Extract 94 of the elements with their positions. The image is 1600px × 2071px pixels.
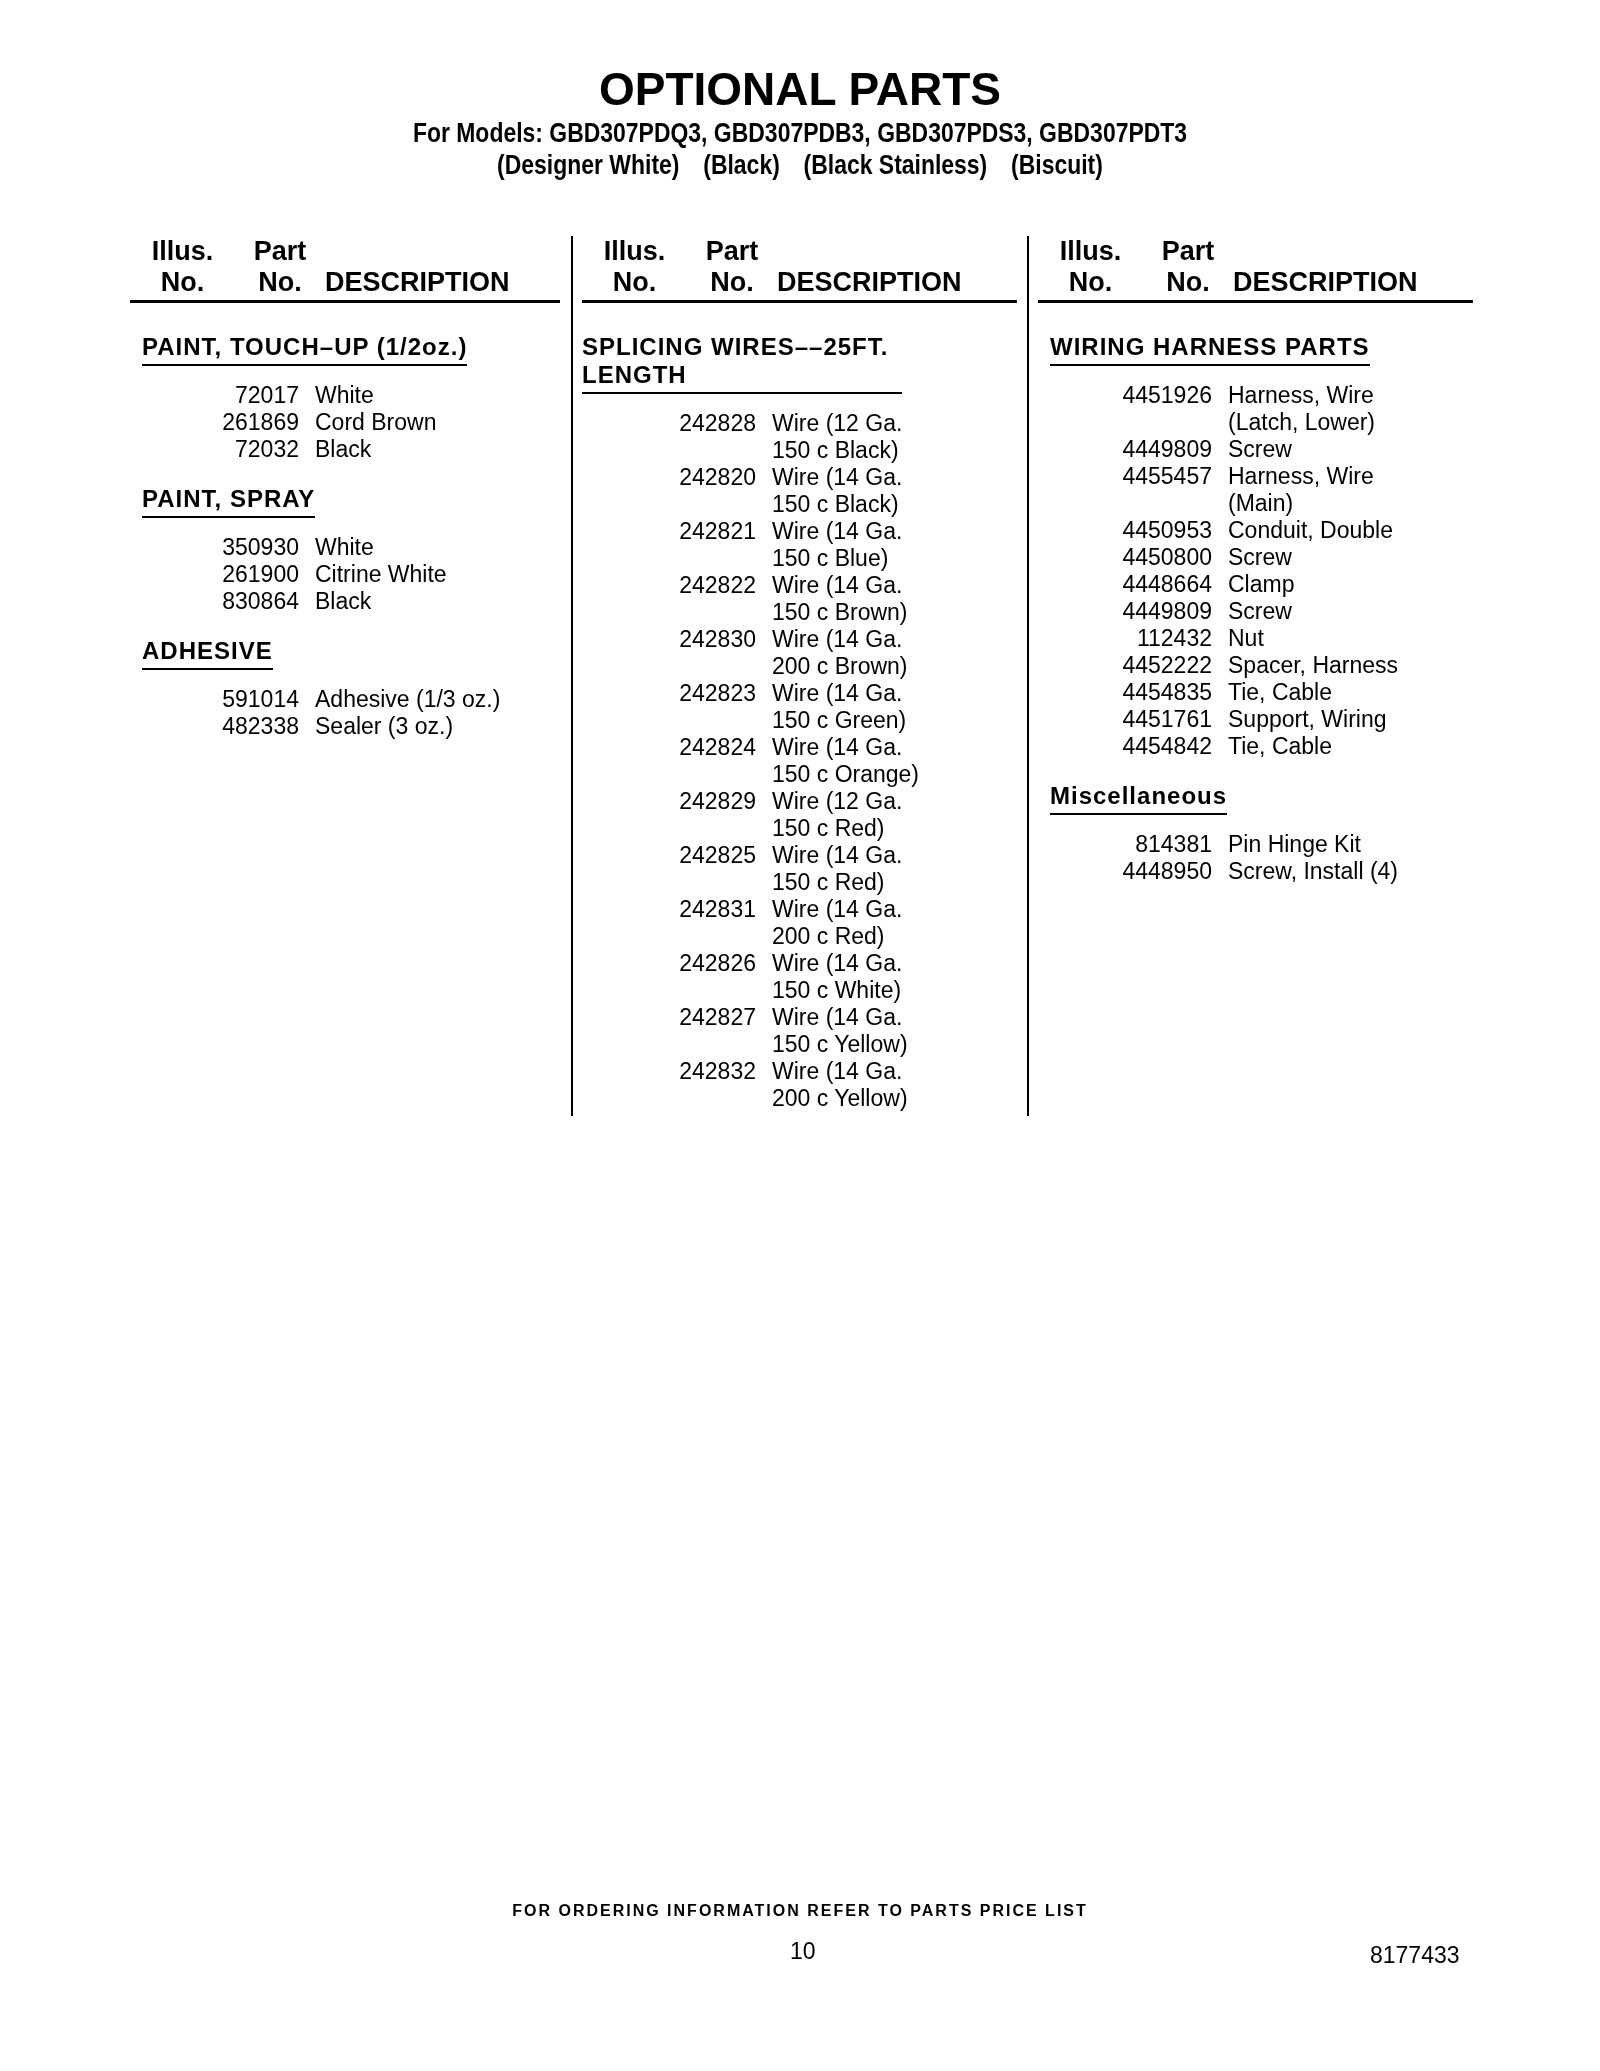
part-description: White: [315, 534, 375, 561]
part-number: 350930: [222, 534, 300, 561]
part-number: 482338: [222, 713, 300, 740]
part-number: 242822: [679, 572, 757, 600]
part-description: Support, Wiring: [1228, 706, 1388, 733]
part-number: 4451926: [1122, 382, 1213, 410]
part-description: Clamp: [1228, 571, 1296, 598]
color-variant: (Black): [703, 150, 780, 181]
part-number: 4449809: [1122, 436, 1213, 463]
part-description: Screw, Install (4): [1228, 858, 1399, 885]
section-heading: SPLICING WIRES––25FT. LENGTH: [582, 333, 902, 394]
part-number: 242821: [679, 518, 757, 546]
part-number: 4455457: [1122, 463, 1213, 491]
part-number: 242824: [679, 734, 757, 762]
document-number: 8177433: [1370, 1942, 1460, 1969]
part-description: Wire (14 Ga. 200 c Yellow): [772, 1058, 909, 1112]
part-description: Citrine White: [315, 561, 448, 588]
column-header: Illus. No.: [602, 236, 667, 298]
part-number: 830864: [222, 588, 300, 615]
column-header: Illus. No.: [150, 236, 215, 298]
section-heading: Miscellaneous: [1050, 782, 1228, 815]
part-number: 242820: [679, 464, 757, 492]
part-description: Conduit, Double: [1228, 517, 1394, 544]
part-number: 4449809: [1122, 598, 1213, 625]
part-description: Harness, Wire (Main): [1228, 463, 1375, 517]
part-description: Cord Brown: [315, 409, 438, 436]
part-number: 242825: [679, 842, 757, 870]
part-number: 242827: [679, 1004, 757, 1032]
section-heading: WIRING HARNESS PARTS: [1050, 333, 1370, 366]
part-number: 242830: [679, 626, 757, 654]
part-description: Wire (12 Ga. 150 c Red): [772, 788, 904, 842]
color-variant: (Biscuit): [1011, 150, 1103, 181]
part-number: 591014: [222, 686, 300, 713]
color-variant: (Designer White): [497, 150, 680, 181]
page-number: 10: [790, 1938, 816, 1965]
part-description: Wire (14 Ga. 150 c Yellow): [772, 1004, 909, 1058]
part-description: Wire (14 Ga. 150 c Black): [772, 464, 904, 518]
column-header: Part No.: [252, 236, 308, 298]
part-description: Nut: [1228, 625, 1265, 652]
part-description: Sealer (3 oz.): [315, 713, 455, 740]
part-description: Pin Hinge Kit: [1228, 831, 1362, 858]
part-description: Harness, Wire (Latch, Lower): [1228, 382, 1376, 436]
part-description: Black: [315, 436, 373, 463]
part-description: Screw: [1228, 436, 1293, 463]
column-header: Illus. No.: [1058, 236, 1123, 298]
part-description: Wire (14 Ga. 200 c Brown): [772, 626, 909, 680]
part-number: 242826: [679, 950, 757, 978]
color-variant: (Black Stainless): [803, 150, 988, 181]
page-title: OPTIONAL PARTS: [597, 62, 1003, 116]
part-description: Wire (14 Ga. 150 c Blue): [772, 518, 904, 572]
section-heading: PAINT, TOUCH–UP (1/2oz.): [142, 333, 468, 366]
part-number: 4451761: [1122, 706, 1213, 733]
part-number: 4450800: [1122, 544, 1213, 571]
part-number: 242832: [679, 1058, 757, 1086]
part-number: 4448664: [1122, 571, 1213, 598]
part-number: 261900: [222, 561, 300, 588]
part-description: Adhesive (1/3 oz.): [315, 686, 502, 713]
part-description: Spacer, Harness: [1228, 652, 1400, 679]
part-number: 4452222: [1122, 652, 1213, 679]
section-heading: PAINT, SPRAY: [142, 485, 316, 518]
part-description: White: [315, 382, 375, 409]
section-heading: ADHESIVE: [142, 637, 273, 670]
part-number: 261869: [222, 409, 300, 436]
part-number: 4450953: [1122, 517, 1213, 544]
part-description: Wire (14 Ga. 150 c Green): [772, 680, 908, 734]
part-number: 242828: [679, 410, 757, 438]
part-description: Tie, Cable: [1228, 679, 1333, 706]
part-number: 814381: [1135, 831, 1213, 858]
part-description: Wire (14 Ga. 200 c Red): [772, 896, 904, 950]
part-description: Screw: [1228, 544, 1293, 571]
part-description: Wire (12 Ga. 150 c Black): [772, 410, 904, 464]
part-description: Wire (14 Ga. 150 c Brown): [772, 572, 909, 626]
part-number: 4448950: [1122, 858, 1213, 885]
part-number: 72017: [235, 382, 300, 409]
model-list: For Models: GBD307PDQ3, GBD307PDB3, GBD307PDS3, GBD307PDT3: [120, 118, 1480, 149]
part-number: 242823: [679, 680, 757, 708]
part-description: Black: [315, 588, 373, 615]
part-number: 72032: [235, 436, 300, 463]
part-description: Wire (14 Ga. 150 c Orange): [772, 734, 921, 788]
part-number: 242829: [679, 788, 757, 816]
part-number: 242831: [679, 896, 757, 924]
footer-note: FOR ORDERING INFORMATION REFER TO PARTS PRICE LIST: [511, 1902, 1089, 1920]
part-description: Tie, Cable: [1228, 733, 1333, 760]
column-header: DESCRIPTION: [1233, 267, 1419, 298]
column-header: DESCRIPTION: [777, 267, 963, 298]
part-description: Wire (14 Ga. 150 c White): [772, 950, 904, 1004]
part-description: Screw: [1228, 598, 1293, 625]
column-header: Part No.: [1160, 236, 1216, 298]
part-number: 112432: [1136, 625, 1213, 652]
column-header: Part No.: [704, 236, 760, 298]
part-number: 4454842: [1122, 733, 1213, 760]
part-description: Wire (14 Ga. 150 c Red): [772, 842, 904, 896]
part-number: 4454835: [1122, 679, 1213, 706]
column-header: DESCRIPTION: [325, 267, 511, 298]
